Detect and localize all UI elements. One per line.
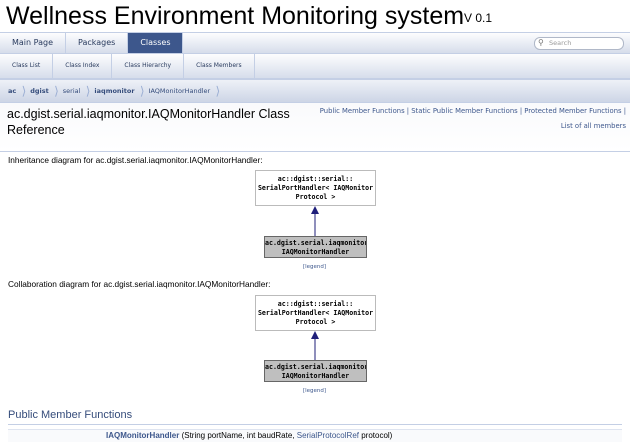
breadcrumb-ac[interactable]: ac⟩: [8, 84, 27, 98]
inheritance-self-class: ac.dgist.serial.iaqmonitor. IAQMonitorHa…: [264, 236, 367, 258]
member-function-signature: IAQMonitorHandler (String portName, int …: [106, 430, 392, 442]
member-function-link[interactable]: IAQMonitorHandler: [106, 431, 180, 440]
class-tabs: Class List Class Index Class Hierarchy C…: [0, 54, 630, 79]
tab-classes[interactable]: Classes: [128, 33, 184, 53]
breadcrumb-iaqmonitorhandler[interactable]: IAQMonitorHandler⟩: [148, 84, 221, 98]
project-version: V 0.1: [464, 11, 493, 25]
project-name: Wellness Environment Monitoring system: [6, 2, 465, 30]
inheritance-legend-link[interactable]: [legend]: [303, 264, 327, 270]
inheritance-arrow: [311, 206, 319, 236]
breadcrumb-dgist[interactable]: dgist⟩: [30, 84, 59, 98]
tab-class-index[interactable]: Class Index: [53, 54, 113, 78]
title-area: Wellness Environment Monitoring system V…: [0, 0, 630, 30]
search-placeholder: Search: [549, 39, 572, 47]
table-row: IAQMonitorHandler (String portName, int …: [8, 429, 622, 442]
main-tabs: Main Page Packages Classes ⚲ Search: [0, 32, 630, 54]
summary-links: Public Member Functions | Static Public …: [320, 104, 626, 134]
summary-member-links[interactable]: Public Member Functions | Static Public …: [319, 107, 626, 115]
list-all-members-link[interactable]: List of all members: [560, 122, 626, 130]
inheritance-base-class[interactable]: ac::dgist::serial:: SerialPortHandler< I…: [255, 170, 376, 206]
page-title-line1: ac.dgist.serial.iaqmonitor.IAQMonitorHan…: [7, 107, 290, 121]
tab-main-page[interactable]: Main Page: [0, 33, 67, 53]
public-member-functions-heading: Public Member Functions: [8, 409, 622, 425]
tab-class-hierarchy[interactable]: Class Hierarchy: [112, 54, 185, 78]
tab-class-members[interactable]: Class Members: [184, 54, 255, 78]
page-title: ac.dgist.serial.iaqmonitor.IAQMonitorHan…: [7, 106, 290, 138]
collaboration-caption: Collaboration diagram for ac.dgist.seria…: [8, 279, 271, 289]
tab-class-list[interactable]: Class List: [0, 54, 54, 78]
collaboration-legend-link[interactable]: [legend]: [303, 388, 327, 394]
search-input[interactable]: ⚲ Search: [534, 37, 624, 50]
breadcrumb-serial[interactable]: serial⟩: [62, 84, 91, 98]
member-function-params: (String portName, int baudRate,: [179, 431, 297, 440]
search-icon: ⚲: [538, 38, 544, 47]
collaboration-base-class[interactable]: ac::dgist::serial:: SerialPortHandler< I…: [255, 295, 376, 331]
collaboration-self-class: ac.dgist.serial.iaqmonitor. IAQMonitorHa…: [264, 360, 367, 382]
collaboration-arrow: [311, 331, 319, 361]
inheritance-caption: Inheritance diagram for ac.dgist.serial.…: [8, 155, 263, 165]
breadcrumb-iaqmonitor[interactable]: iaqmonitor⟩: [94, 84, 145, 98]
tab-packages[interactable]: Packages: [66, 33, 129, 53]
page-title-line2: Reference: [7, 123, 65, 137]
breadcrumb: ac⟩ dgist⟩ serial⟩ iaqmonitor⟩ IAQMonito…: [0, 79, 630, 103]
page-header: Public Member Functions | Static Public …: [0, 103, 630, 152]
serialprotocolref-link[interactable]: SerialProtocolRef: [296, 431, 359, 440]
member-function-params-end: protocol): [358, 431, 393, 440]
